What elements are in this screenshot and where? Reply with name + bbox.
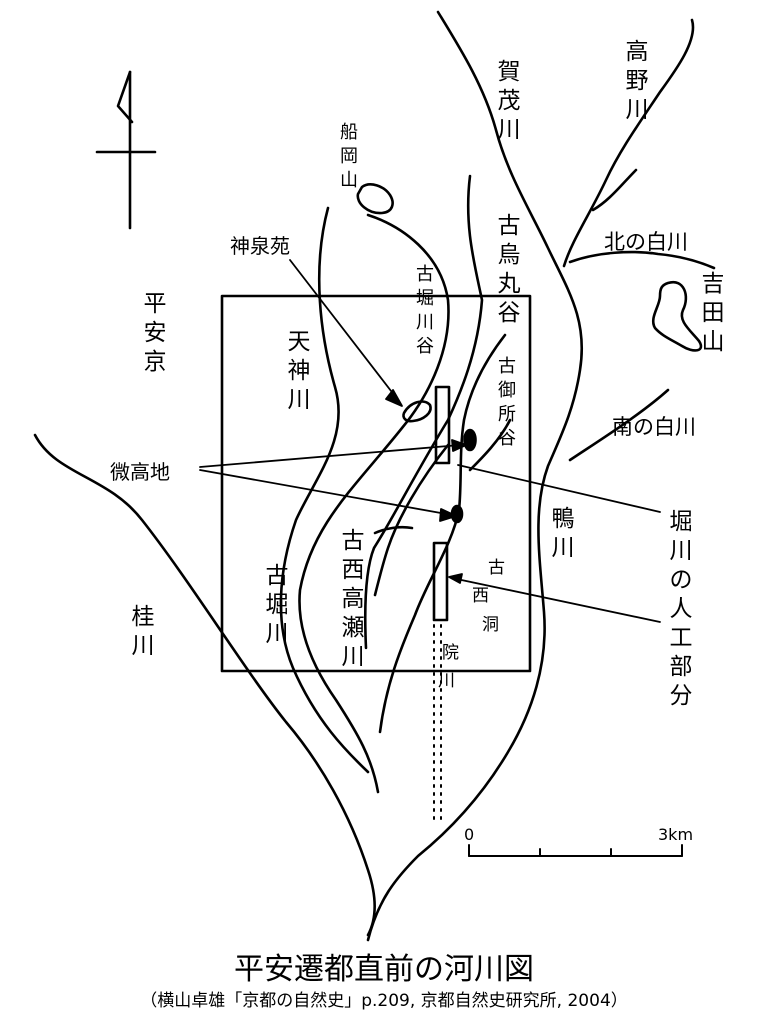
label-konishinotoin-char: 院 — [442, 643, 459, 663]
funaokayama-shape — [356, 183, 394, 215]
horikawa-artificial-north — [434, 385, 451, 465]
label-horikawa-artificial: 堀川の人工部分 — [669, 509, 693, 709]
scale-start-label: 0 — [464, 825, 475, 844]
map-credit: （横山卓雄「京都の自然史」p.209, 京都自然史研究所, 2004） — [140, 991, 628, 1011]
label-kogoshodani: 古御所谷 — [498, 356, 516, 449]
label-katsura: 桂川 — [128, 603, 158, 743]
kitashirakawa-river — [568, 250, 716, 270]
kohorikawa-river — [298, 213, 450, 794]
label-funaokayama: 船岡山 — [340, 122, 358, 191]
label-bikouchi: 微高地 — [110, 460, 170, 484]
shinsenen-pond — [402, 400, 432, 423]
katsura-river — [33, 433, 377, 937]
kamo-river — [366, 10, 584, 942]
label-tenjingawa: 天神川 — [287, 329, 311, 413]
label-heiankyo: 平安京 — [143, 291, 167, 375]
label-kokarasumadani: 古烏丸谷 — [497, 213, 521, 326]
konishitakase-river — [373, 443, 450, 597]
takano-river — [562, 18, 695, 268]
label-kamogawa: 鴨川 — [551, 506, 575, 561]
label-minamishirakawa: 南の白川 — [612, 415, 696, 439]
label-konishitakase: 古西高瀬川 — [341, 528, 365, 670]
label-katsura-text: 桂川 — [131, 604, 155, 659]
label-kitashirakawa: 北の白川 — [604, 230, 688, 254]
label-konishinotoin-char: 西 — [472, 586, 489, 606]
yoshidayama-shape — [651, 280, 703, 352]
label-konishinotoin-char: 古 — [488, 558, 505, 578]
scale-end-label: 3km — [658, 825, 694, 844]
scale-bar — [468, 844, 683, 857]
label-shinsenen: 神泉苑 — [230, 234, 290, 258]
label-kamo: 賀茂川 — [497, 59, 521, 143]
label-konishinotoin: 古西洞院川 — [438, 556, 518, 696]
bikouchi-north — [463, 428, 477, 452]
minamishirakawa-river — [568, 388, 670, 462]
label-konishinotoin-char: 洞 — [482, 615, 499, 635]
label-takano: 高野川 — [625, 39, 649, 123]
label-konishinotoin-text: 古西洞院川 — [438, 556, 518, 696]
map-title: 平安遷都直前の河川図 — [234, 952, 534, 987]
tenjingawa-river — [279, 206, 370, 774]
label-kohorikawadani: 古堀川谷 — [416, 264, 434, 357]
pointer-lines — [199, 259, 661, 623]
label-kohorikawa: 古堀川 — [265, 563, 289, 647]
horikawa-artificial-south — [432, 541, 449, 622]
label-yoshidayama: 吉田山 — [701, 271, 725, 355]
label-konishinotoin-char: 川 — [438, 671, 455, 691]
heiankyo-boundary — [220, 294, 532, 673]
north-arrow-icon — [95, 70, 157, 230]
